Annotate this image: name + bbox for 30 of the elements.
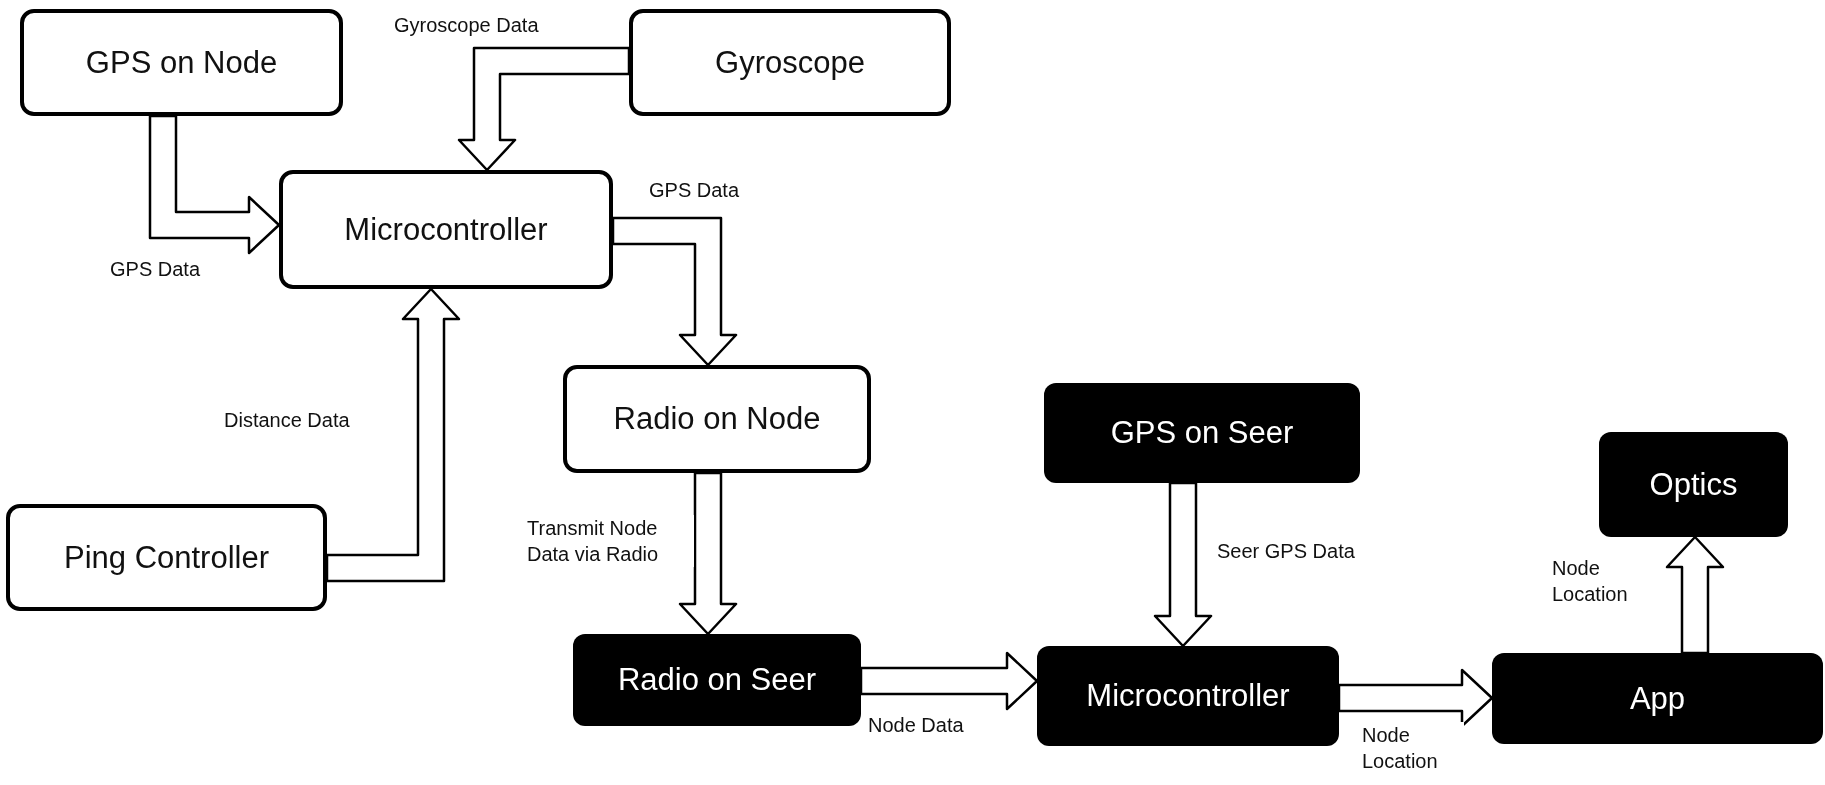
process-box <box>1492 653 1823 744</box>
box-label: GPS on Node <box>85 44 278 81</box>
process-box <box>573 634 861 726</box>
process-box <box>1599 432 1788 537</box>
block-arrow <box>611 216 738 367</box>
box-label: Gyroscope <box>715 44 865 81</box>
box-label: Microcontroller <box>1086 678 1290 714</box>
box-label: Ping Controller <box>63 539 269 576</box>
process-box <box>1037 646 1339 746</box>
process-box <box>1044 383 1360 483</box>
process-box <box>629 9 951 116</box>
process-box <box>563 365 871 473</box>
box-label: Radio on Seer <box>617 662 817 698</box>
block-arrow <box>678 471 738 636</box>
box-label: Microcontroller <box>344 211 548 248</box>
edge-label: Transmit Node Data via Radio <box>525 515 694 567</box>
process-box <box>6 504 327 611</box>
process-box <box>279 170 613 289</box>
box-label: Optics <box>1649 466 1738 503</box>
block-arrow <box>859 651 1039 711</box>
box-label: Radio on Node <box>613 401 821 437</box>
block-arrow <box>1665 535 1725 655</box>
process-box <box>20 9 343 116</box>
block-arrow <box>457 46 631 172</box>
box-label: App <box>1629 680 1686 717</box>
block-arrow <box>1337 668 1494 728</box>
block-arrow <box>325 287 461 583</box>
block-arrow <box>1153 481 1213 648</box>
box-label: GPS on Seer <box>1110 415 1294 451</box>
block-arrow <box>148 114 281 255</box>
